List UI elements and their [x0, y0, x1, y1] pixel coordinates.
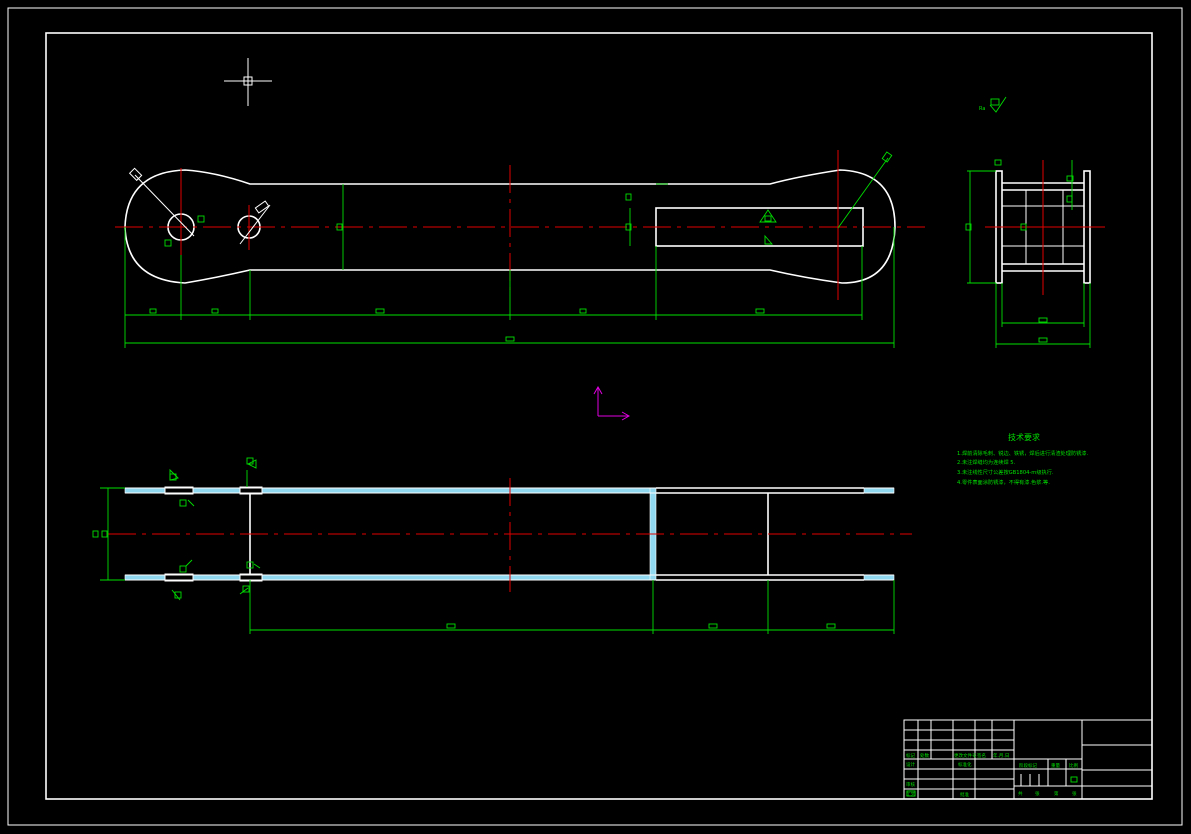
tech-req-line-1: 1.焊前清除毛刺、锐边、铁锈，焊后进行清渣处理防锈漆. — [957, 449, 1088, 457]
tb-label-review: 审核 — [906, 781, 915, 788]
roughness-symbol-icon: Ra — [979, 96, 1007, 113]
tb-label-weight: 重量 — [1051, 762, 1060, 769]
tb-label-scale: 比例 — [1069, 762, 1078, 769]
tb-label-approve: 批准 — [960, 791, 969, 798]
technical-requirements: 技术要求 1.焊前清除毛刺、锐边、铁锈，焊后进行清渣处理防锈漆. 2.未注焊缝均… — [957, 432, 1088, 486]
tb-head-docno: 更改文件号 — [954, 752, 977, 759]
svg-text:Ra: Ra — [979, 106, 985, 112]
tech-req-line-4: 4.零件表面涂防锈漆，不得有漆.色浆.等. — [957, 478, 1050, 486]
tb-bottom-sheet2: 张 — [1072, 790, 1077, 797]
tb-head-mark: 标记 — [906, 752, 915, 759]
link-outline — [124, 169, 896, 284]
crosshair-cursor-icon — [224, 58, 272, 106]
sheet-outer-border — [7, 7, 1183, 826]
tb-label-process: 工艺 — [906, 792, 915, 798]
tb-bottom-total: 共 — [1018, 790, 1023, 797]
tb-head-count: 处数 — [920, 752, 929, 759]
tb-label-stage: 阶段标记 — [1019, 762, 1037, 769]
tb-bottom-sheet1: 张 — [1035, 790, 1040, 797]
tech-req-line-2: 2.未注焊缝均为连续焊 5. — [957, 458, 1016, 466]
tech-req-line-3: 3.未注线性尺寸公差按GB1804-m级执行. — [957, 468, 1054, 476]
sheet-inner-border — [45, 32, 1153, 800]
tech-req-title: 技术要求 — [1008, 432, 1040, 442]
ucs-axis-icon — [593, 385, 631, 421]
tb-head-date: 年.月.日 — [993, 752, 1009, 759]
title-block: 标记 处数 更改文件号 签名 年.月.日 设计 标准化 审核 工艺 批准 阶段标… — [903, 719, 1153, 800]
front-view — [115, 150, 925, 348]
tb-label-standard: 标准化 — [958, 761, 972, 768]
tb-head-sign: 签名 — [977, 752, 986, 759]
tb-bottom-no: 第 — [1054, 790, 1059, 797]
tb-label-design: 设计 — [906, 761, 915, 768]
top-view — [92, 457, 912, 634]
side-view: Ra — [965, 96, 1105, 348]
